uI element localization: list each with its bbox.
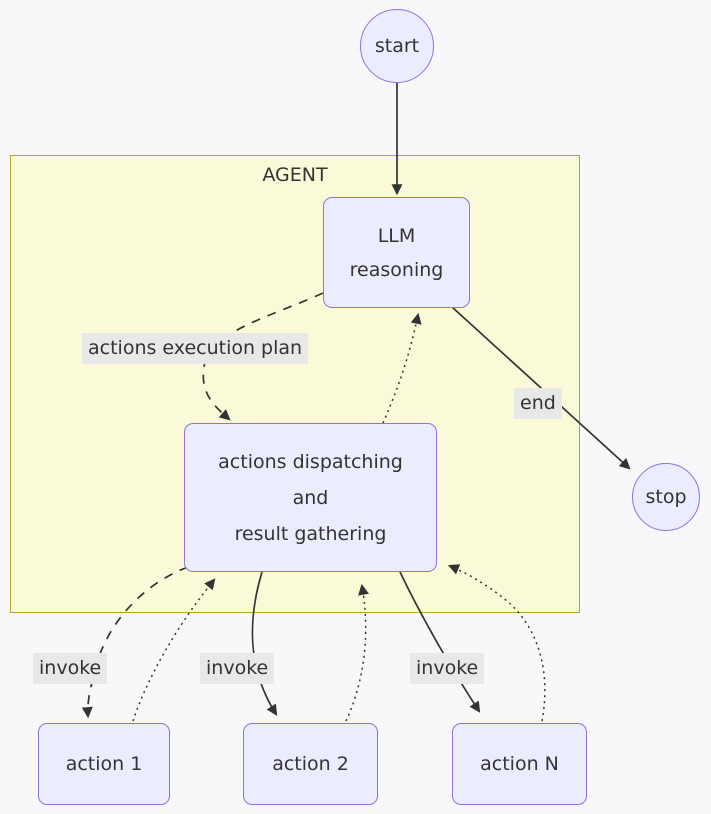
edge-action1-to-dispatch-return bbox=[132, 578, 216, 722]
action-n-node: action N bbox=[452, 723, 587, 805]
edge-label-actions-execution-plan: actions execution plan bbox=[82, 333, 309, 364]
action-2-node: action 2 bbox=[243, 723, 378, 805]
actions-dispatching-node-label: actions dispatching and result gathering bbox=[218, 450, 403, 545]
actions-dispatching-node: actions dispatching and result gathering bbox=[184, 423, 437, 572]
edge-dispatch-to-llm-result bbox=[382, 312, 422, 424]
edge-label-invoke-3: invoke bbox=[410, 653, 485, 684]
edge-llm-to-stop-end bbox=[451, 306, 631, 470]
edge-action2-to-dispatch-return bbox=[345, 583, 369, 722]
stop-node-label: stop bbox=[645, 486, 687, 508]
edge-dispatch-to-action2-invoke bbox=[251, 571, 278, 716]
llm-reasoning-node-label: LLM reasoning bbox=[349, 224, 444, 281]
start-node-label: start bbox=[374, 35, 420, 57]
action-1-node-label: action 1 bbox=[65, 753, 143, 775]
edge-label-end: end bbox=[514, 388, 562, 419]
action-n-node-label: action N bbox=[480, 753, 559, 775]
edge-actionN-to-dispatch-return bbox=[447, 564, 546, 722]
agent-cluster-label: AGENT bbox=[262, 164, 328, 186]
llm-reasoning-node: LLM reasoning bbox=[323, 197, 470, 308]
edge-label-invoke-1: invoke bbox=[33, 653, 108, 684]
edge-label-invoke-2: invoke bbox=[200, 653, 275, 684]
edge-dispatch-to-action1-invoke bbox=[81, 566, 189, 719]
action-1-node: action 1 bbox=[38, 723, 170, 805]
edge-dispatch-to-actionN-invoke bbox=[399, 571, 481, 713]
action-2-node-label: action 2 bbox=[272, 753, 349, 775]
start-node: start bbox=[360, 9, 434, 83]
stop-node: stop bbox=[632, 463, 700, 531]
